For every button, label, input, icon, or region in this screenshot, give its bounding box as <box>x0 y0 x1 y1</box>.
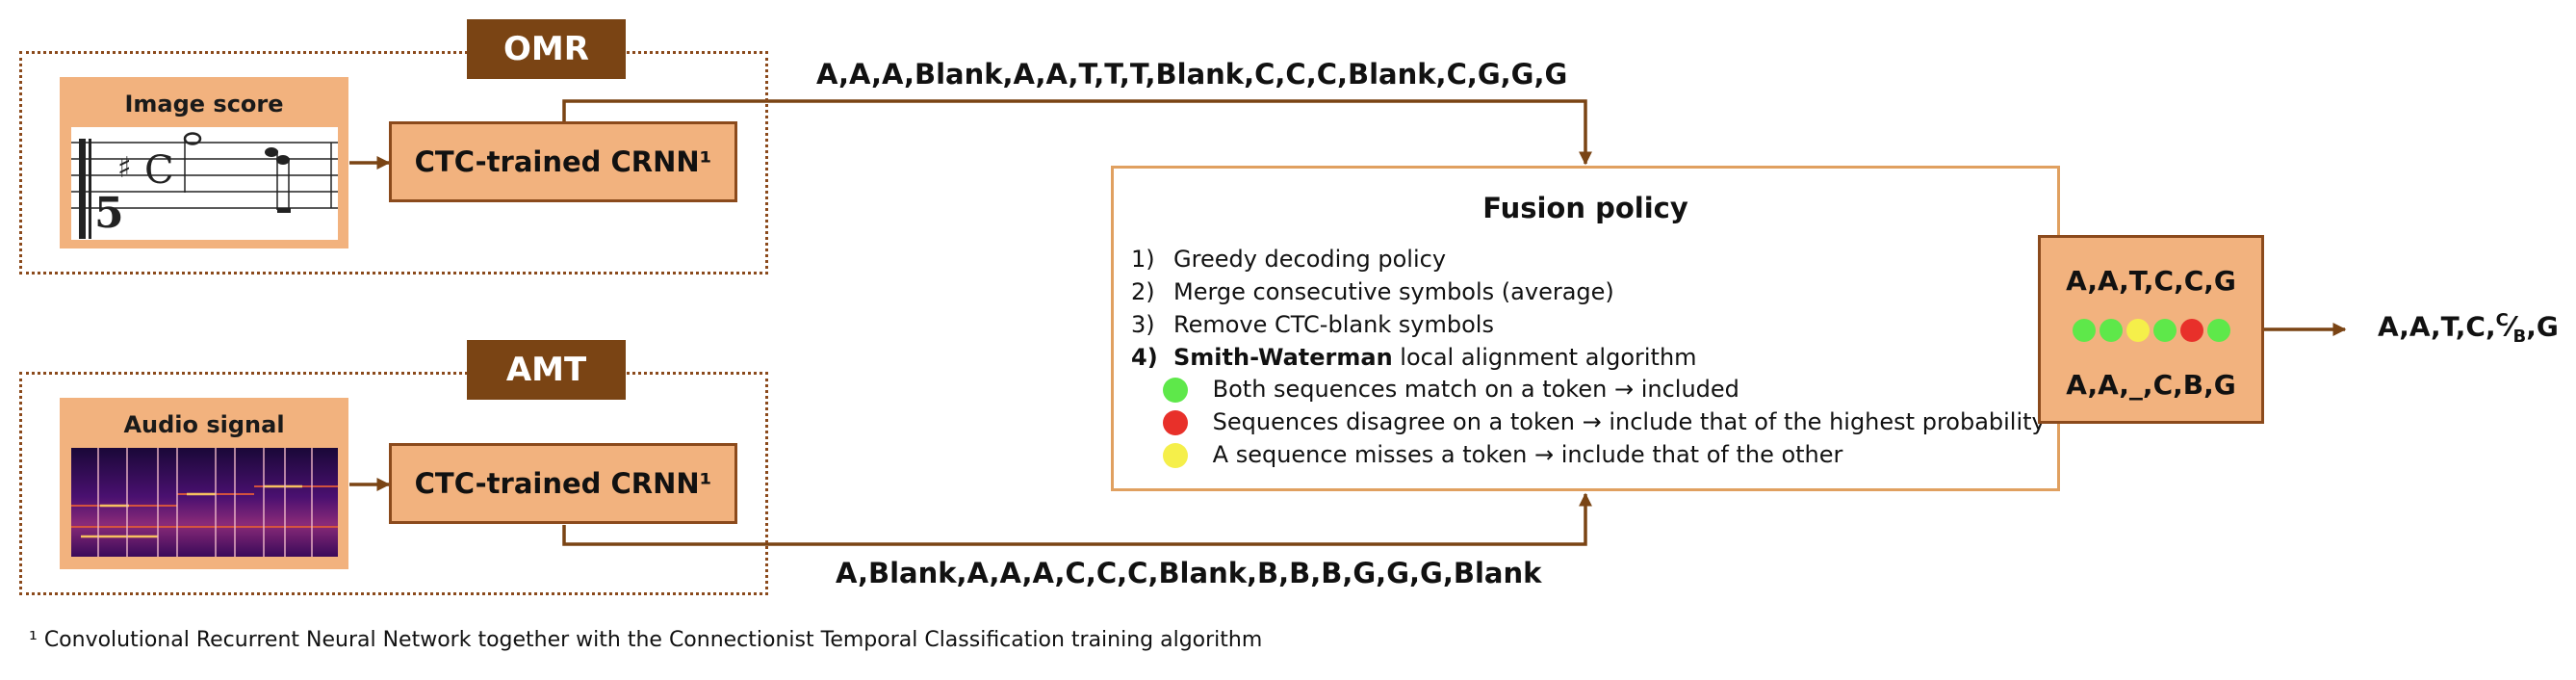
amt-crnn-box: CTC-trained CRNN¹ <box>389 443 737 524</box>
legend-missing: A sequence misses a token → include that… <box>1163 441 1842 468</box>
footnote: ¹ Convolutional Recurrent Neural Network… <box>29 628 1263 652</box>
music-score-image: 5 ♯ C <box>71 127 338 240</box>
step-number: 2) <box>1131 278 1155 305</box>
amt-sequence: A,Blank,A,A,A,C,C,C,Blank,B,B,B,G,G,G,Bl… <box>836 557 1542 589</box>
alignment-dots <box>2041 319 2261 342</box>
final-sup: C <box>2495 310 2509 330</box>
omr-crnn-box: CTC-trained CRNN¹ <box>389 121 737 202</box>
fusion-policy-title: Fusion policy <box>1482 192 1688 224</box>
omr-tag: OMR <box>467 19 626 79</box>
aligned-top-sequence: A,A,T,C,C,G <box>2066 265 2236 297</box>
green-dot-icon <box>1163 378 1188 403</box>
fusion-step-4: 4) Smith-Waterman local alignment algorit… <box>1131 344 1697 371</box>
amt-tag: AMT <box>467 340 626 400</box>
legend-text: Sequences disagree on a token → include … <box>1212 408 2046 435</box>
final-slash: ⁄ <box>2508 310 2513 343</box>
alignment-result-box: A,A,T,C,C,G A,A,_,C,B,G <box>2038 235 2264 424</box>
step-text: Greedy decoding policy <box>1173 246 1447 273</box>
fusion-step-2: 2) Merge consecutive symbols (average) <box>1131 278 1614 305</box>
legend-text: Both sequences match on a token → includ… <box>1212 376 1739 403</box>
step-text: local alignment algorithm <box>1392 344 1697 371</box>
amt-group <box>19 372 768 595</box>
step-text: Merge consecutive symbols (average) <box>1173 278 1614 305</box>
fusion-step-3: 3) Remove CTC-blank symbols <box>1131 311 1494 338</box>
omr-group <box>19 51 768 275</box>
svg-text:♯: ♯ <box>117 151 132 185</box>
match-dot-icon <box>2099 319 2123 342</box>
spectrogram-image <box>71 448 338 557</box>
match-dot-icon <box>2072 319 2096 342</box>
step-number: 3) <box>1131 311 1155 338</box>
step-number: 4) <box>1131 344 1158 371</box>
final-sequence: A,A,T,C,C⁄B,G <box>2378 310 2559 347</box>
disagree-dot-icon <box>2179 319 2203 342</box>
step-bold-text: Smith-Waterman <box>1173 344 1393 371</box>
final-sub: B <box>2512 326 2527 347</box>
aligned-bottom-sequence: A,A,_,C,B,G <box>2066 369 2236 401</box>
final-prefix: A,A,T,C, <box>2378 310 2496 343</box>
audio-signal-panel: Audio signal <box>60 398 348 569</box>
step-text: Remove CTC-blank symbols <box>1173 311 1494 338</box>
legend-text: A sequence misses a token → include that… <box>1212 441 1843 468</box>
fusion-step-1: 1) Greedy decoding policy <box>1131 246 1446 273</box>
svg-text:5: 5 <box>94 189 124 238</box>
legend-match: Both sequences match on a token → includ… <box>1163 376 1739 403</box>
step-number: 1) <box>1131 246 1155 273</box>
fusion-policy-box: Fusion policy 1) Greedy decoding policy 2… <box>1111 166 2060 491</box>
image-score-panel: Image score 5 ♯ C <box>60 77 348 248</box>
missing-dot-icon <box>2125 319 2150 342</box>
svg-text:C: C <box>144 148 174 193</box>
match-dot-icon <box>2206 319 2230 342</box>
omr-sequence: A,A,A,Blank,A,A,T,T,T,Blank,C,C,C,Blank,… <box>816 58 1568 91</box>
legend-disagree: Sequences disagree on a token → include … <box>1163 408 2046 435</box>
red-dot-icon <box>1163 410 1188 435</box>
image-score-title: Image score <box>124 91 284 118</box>
final-suffix: ,G <box>2526 310 2559 343</box>
match-dot-icon <box>2152 319 2177 342</box>
audio-signal-title: Audio signal <box>123 411 285 438</box>
yellow-dot-icon <box>1163 443 1188 468</box>
